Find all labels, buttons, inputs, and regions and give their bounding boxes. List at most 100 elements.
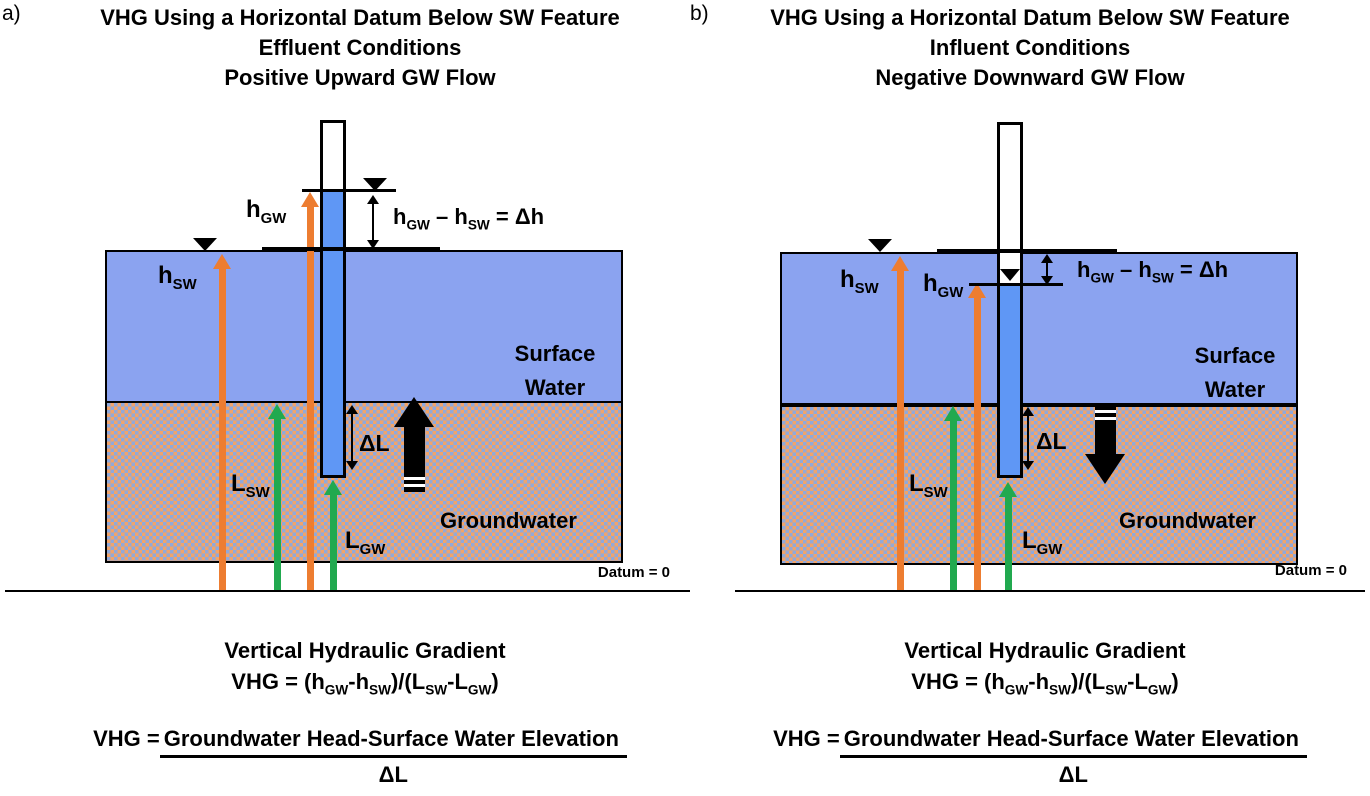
panel-b-title: VHG Using a Horizontal Datum Below SW Fe… bbox=[710, 3, 1350, 93]
well-water-level-marker-icon bbox=[1000, 269, 1020, 281]
vhg-formula-title: Vertical Hydraulic Gradient bbox=[904, 638, 1186, 663]
panel-b: b) VHG Using a Horizontal Datum Below SW… bbox=[685, 0, 1370, 796]
l-gw-arrowhead-icon bbox=[324, 480, 342, 495]
sw-level-marker-icon bbox=[193, 238, 217, 251]
surface-water-box bbox=[780, 252, 1298, 405]
l-sw-arrow bbox=[950, 420, 957, 592]
h-sw-arrow bbox=[897, 270, 904, 592]
h-gw-arrowhead-icon bbox=[301, 192, 319, 207]
datum-label: Datum = 0 bbox=[1274, 562, 1347, 579]
gw-flow-up-arrowhead-icon bbox=[394, 397, 434, 427]
surface-water-box bbox=[105, 250, 623, 403]
l-sw-label: LSW bbox=[231, 470, 270, 501]
well-water-level-line bbox=[969, 283, 1063, 286]
vhg-formula-title: Vertical Hydraulic Gradient bbox=[224, 638, 506, 663]
datum-label: Datum = 0 bbox=[597, 564, 670, 581]
delta-l-arrowhead-up-icon bbox=[346, 405, 358, 414]
delta-l-label: ΔL bbox=[1036, 428, 1067, 454]
groundwater-box bbox=[105, 401, 623, 563]
l-sw-arrowhead-icon bbox=[944, 406, 962, 421]
groundwater-box bbox=[780, 405, 1298, 565]
delta-h-label: hGW – hSW = Δh bbox=[393, 204, 545, 233]
vhg-fraction-numerator: Groundwater Head-Surface Water Elevation bbox=[159, 726, 627, 758]
panel-a-tag: a) bbox=[2, 2, 21, 25]
surface-water-label-line2: Water bbox=[1204, 377, 1266, 402]
l-gw-arrow bbox=[330, 494, 337, 592]
panel-b-tag: b) bbox=[690, 2, 709, 25]
datum-line bbox=[5, 590, 690, 592]
well-water-column bbox=[323, 190, 343, 475]
delta-h-dimension-arrow bbox=[372, 201, 374, 244]
l-gw-arrowhead-icon bbox=[999, 482, 1017, 497]
vhg-formula-equation: VHG = (hGW-hSW)/(LSW-LGW) bbox=[231, 669, 499, 698]
surface-water-label-line2: Water bbox=[524, 375, 586, 400]
vhg-formula-block: Vertical Hydraulic Gradient VHG = (hGW-h… bbox=[60, 635, 670, 697]
vhg-formula-block: Vertical Hydraulic Gradient VHG = (hGW-h… bbox=[740, 635, 1350, 697]
gw-flow-arrow-stripe bbox=[1095, 417, 1116, 420]
observation-well bbox=[320, 120, 346, 478]
delta-h-dimension-arrow bbox=[1046, 260, 1048, 280]
h-gw-label: hGW bbox=[246, 196, 287, 227]
panel-a-title-line3: Positive Upward GW Flow bbox=[224, 65, 496, 90]
delta-h-arrowhead-up-icon bbox=[1041, 254, 1053, 263]
well-water-level-line bbox=[302, 189, 396, 192]
h-gw-label: hGW bbox=[923, 270, 964, 301]
vhg-fraction-column: Groundwater Head-Surface Water Elevation… bbox=[159, 726, 627, 788]
l-gw-label: LGW bbox=[1022, 527, 1063, 558]
panel-b-title-line1: VHG Using a Horizontal Datum Below SW Fe… bbox=[770, 5, 1290, 30]
vhg-fraction-column: Groundwater Head-Surface Water Elevation… bbox=[839, 726, 1307, 788]
delta-l-arrowhead-up-icon bbox=[1022, 407, 1034, 416]
h-sw-arrowhead-icon bbox=[213, 254, 231, 269]
panel-b-title-line3: Negative Downward GW Flow bbox=[875, 65, 1185, 90]
vhg-fraction-denominator: ΔL bbox=[1058, 762, 1088, 787]
surface-water-label-line1: Surface bbox=[1194, 343, 1276, 368]
groundwater-label: Groundwater bbox=[440, 508, 577, 533]
surface-water-label-line1: Surface bbox=[514, 341, 596, 366]
h-gw-arrowhead-icon bbox=[968, 283, 986, 298]
delta-l-dimension-arrow bbox=[351, 411, 353, 464]
surface-water-label: Surface Water bbox=[1180, 339, 1290, 407]
panel-b-title-line2: Influent Conditions bbox=[929, 35, 1131, 60]
l-gw-label: LGW bbox=[345, 527, 386, 558]
vhg-formula-equation: VHG = (hGW-hSW)/(LSW-LGW) bbox=[911, 669, 1179, 698]
vhg-fraction: VHG = Groundwater Head-Surface Water Ele… bbox=[20, 726, 700, 788]
panel-a-title-line1: VHG Using a Horizontal Datum Below SW Fe… bbox=[100, 5, 620, 30]
delta-l-label: ΔL bbox=[359, 430, 390, 456]
delta-l-dimension-arrow bbox=[1027, 413, 1029, 464]
delta-h-arrowhead-down-icon bbox=[367, 240, 379, 249]
datum-line bbox=[735, 590, 1365, 592]
vhg-fraction-numerator: Groundwater Head-Surface Water Elevation bbox=[839, 726, 1307, 758]
well-water-column bbox=[1000, 284, 1020, 475]
panel-a-title: VHG Using a Horizontal Datum Below SW Fe… bbox=[40, 3, 680, 93]
h-sw-label: hSW bbox=[840, 266, 879, 297]
gw-flow-arrow-stripe bbox=[404, 477, 425, 480]
h-sw-arrowhead-icon bbox=[891, 256, 909, 271]
gw-flow-down-arrowhead-icon bbox=[1085, 454, 1125, 484]
l-sw-arrow bbox=[274, 418, 281, 592]
gw-flow-arrow-stripe bbox=[404, 484, 425, 487]
h-sw-arrow bbox=[219, 268, 226, 592]
sw-level-line bbox=[262, 247, 440, 251]
vhg-fraction: VHG = Groundwater Head-Surface Water Ele… bbox=[700, 726, 1370, 788]
vhg-fraction-denominator: ΔL bbox=[378, 762, 408, 787]
l-gw-arrow bbox=[1005, 496, 1012, 592]
delta-l-arrowhead-down-icon bbox=[346, 461, 358, 470]
h-gw-arrow bbox=[307, 206, 314, 592]
l-sw-label: LSW bbox=[909, 470, 948, 501]
panel-a-title-line2: Effluent Conditions bbox=[258, 35, 462, 60]
delta-h-arrowhead-down-icon bbox=[1041, 276, 1053, 285]
l-sw-arrowhead-icon bbox=[268, 404, 286, 419]
sw-level-line bbox=[937, 249, 1117, 253]
well-water-level-marker-icon bbox=[363, 178, 387, 191]
panel-a: a) VHG Using a Horizontal Datum Below SW… bbox=[2, 2, 690, 787]
delta-h-arrowhead-up-icon bbox=[367, 195, 379, 204]
h-gw-arrow bbox=[974, 297, 981, 592]
vhg-fraction-prefix: VHG = bbox=[93, 726, 160, 751]
h-sw-label: hSW bbox=[158, 262, 197, 293]
surface-water-label: Surface Water bbox=[500, 337, 610, 405]
gw-flow-up-arrow bbox=[404, 426, 425, 492]
delta-l-arrowhead-down-icon bbox=[1022, 461, 1034, 470]
groundwater-label: Groundwater bbox=[1119, 508, 1256, 533]
vhg-fraction-prefix: VHG = bbox=[773, 726, 840, 751]
